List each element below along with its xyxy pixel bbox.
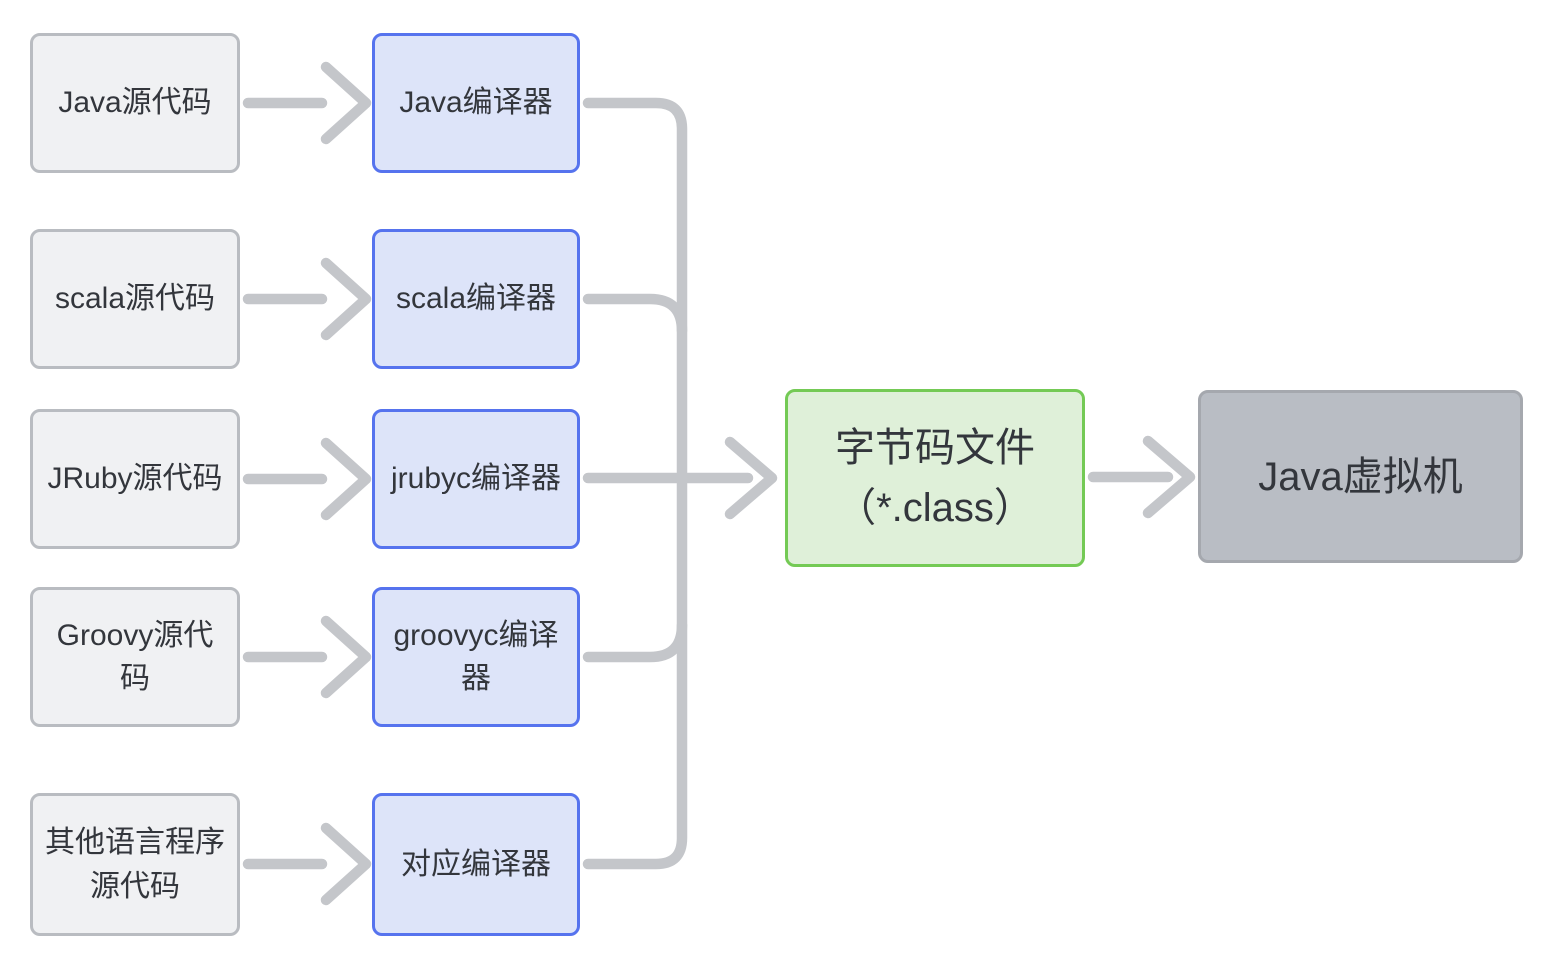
- arrow-groovy-source-to-compiler: [242, 615, 372, 699]
- source-label: scala源代码: [54, 282, 216, 316]
- bytecode-node: 字节码文件 （*.class）: [785, 389, 1085, 567]
- arrow-java-source-to-compiler: [242, 61, 372, 145]
- jvm-node: Java虚拟机: [1198, 390, 1523, 563]
- trunk-merge-line: [582, 97, 688, 870]
- source-node-groovy: Groovy源代 码: [30, 587, 240, 727]
- compiler-label: jrubyc编译器: [390, 462, 562, 496]
- arrow-bytecode-to-jvm: [1087, 435, 1196, 519]
- compiler-node-scala: scala编译器: [372, 229, 580, 369]
- compiler-node-jrubyc: jrubyc编译器: [372, 409, 580, 549]
- arrow-compilers-to-bytecode: [582, 436, 778, 520]
- compiler-node-java: Java编译器: [372, 33, 580, 173]
- source-label: Java源代码: [58, 86, 212, 120]
- source-node-scala: scala源代码: [30, 229, 240, 369]
- compiler-label: groovyc编译 器: [393, 618, 559, 696]
- branch-groovy-merge: [582, 619, 688, 663]
- branch-scala-merge: [582, 293, 688, 337]
- source-label: Groovy源代 码: [56, 618, 214, 696]
- source-node-jruby: JRuby源代码: [30, 409, 240, 549]
- compiler-label: Java编译器: [399, 86, 553, 120]
- arrow-jruby-source-to-compiler: [242, 437, 372, 521]
- arrow-other-source-to-compiler: [242, 822, 372, 906]
- jvm-label: Java虚拟机: [1258, 454, 1463, 499]
- compiler-label: 对应编译器: [401, 847, 551, 881]
- compiler-node-groovyc: groovyc编译 器: [372, 587, 580, 727]
- source-node-java: Java源代码: [30, 33, 240, 173]
- arrow-scala-source-to-compiler: [242, 257, 372, 341]
- compiler-label: scala编译器: [395, 282, 557, 316]
- bytecode-label: 字节码文件 （*.class）: [835, 426, 1035, 530]
- source-node-other: 其他语言程序 源代码: [30, 793, 240, 936]
- compiler-node-other: 对应编译器: [372, 793, 580, 936]
- source-label: 其他语言程序 源代码: [45, 826, 225, 903]
- source-label: JRuby源代码: [47, 462, 223, 496]
